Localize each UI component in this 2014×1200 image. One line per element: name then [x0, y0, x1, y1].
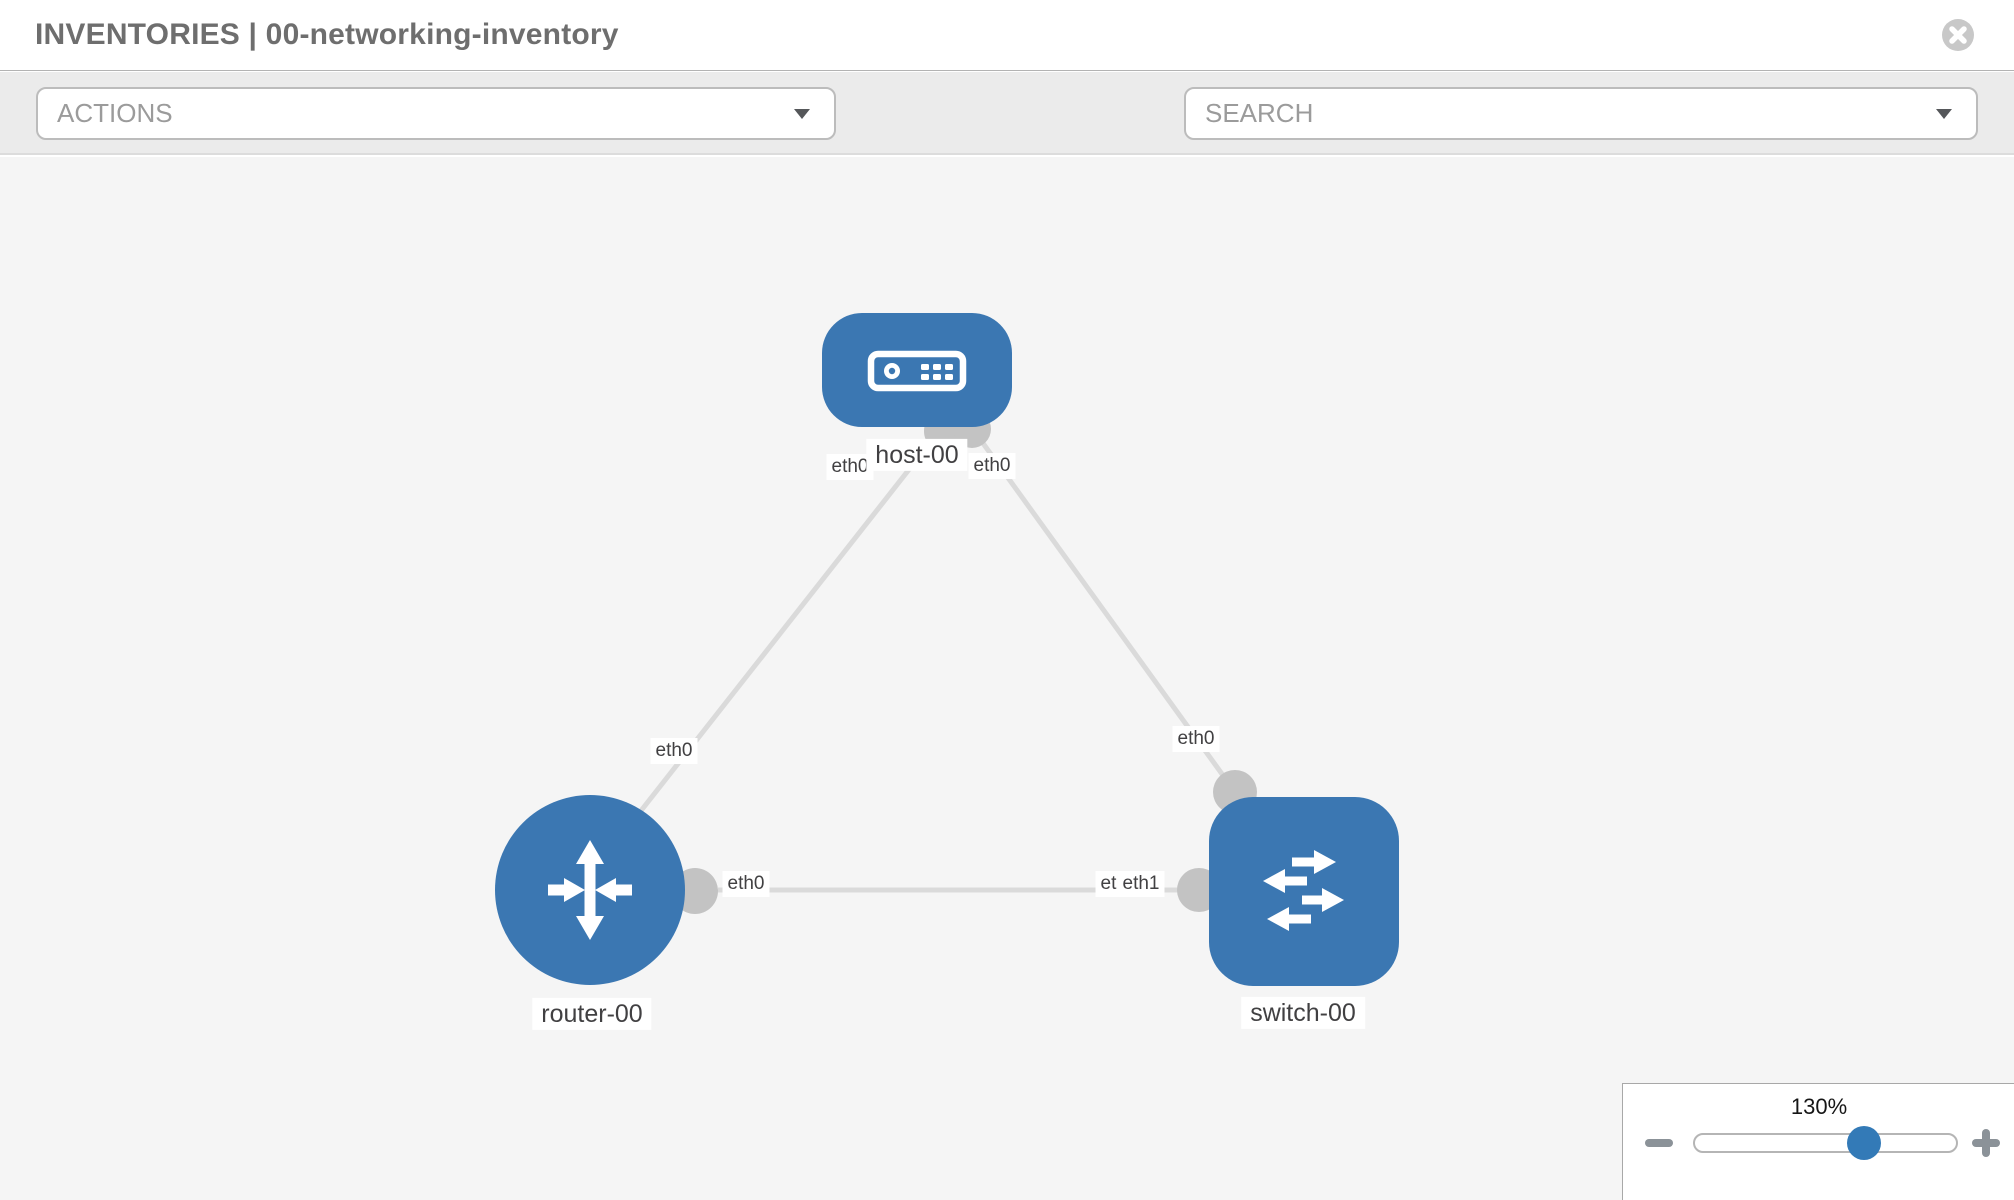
zoom-slider-knob[interactable] — [1847, 1126, 1881, 1160]
topology-graph — [495, 313, 1399, 986]
links-layer — [638, 426, 1238, 893]
actions-dropdown-label: ACTIONS — [57, 98, 173, 128]
zoom-out-icon — [1645, 1139, 1673, 1147]
zoom-level-value: 130% — [1790, 1094, 1848, 1119]
toolbar: ACTIONS SEARCH — [0, 72, 2014, 204]
search-dropdown[interactable]: SEARCH — [1184, 87, 1978, 140]
iface-label: eth0 — [968, 453, 1016, 479]
zoom-in-button[interactable] — [1972, 1129, 2000, 1157]
iface-label: eth1 — [1117, 871, 1165, 897]
caret-down-icon — [1936, 108, 1952, 119]
node-switch-00[interactable] — [1209, 797, 1399, 986]
zoom-slider-track[interactable] — [1693, 1133, 1958, 1153]
search-placeholder: SEARCH — [1205, 98, 1314, 128]
node-host-00[interactable] — [822, 313, 1012, 427]
zoom-in-icon — [1982, 1129, 1990, 1157]
node-label-switch-00: switch-00 — [1241, 996, 1365, 1030]
page-title: INVENTORIES | 00-networking-inventory — [35, 18, 619, 51]
header-bar: INVENTORIES | 00-networking-inventory — [0, 0, 2014, 71]
iface-label: eth0 — [1172, 726, 1220, 752]
router-icon — [548, 840, 632, 940]
zoom-out-button[interactable] — [1645, 1139, 1673, 1147]
host-icon — [867, 350, 967, 392]
close-icon[interactable] — [1941, 18, 1975, 52]
actions-dropdown[interactable]: ACTIONS — [36, 87, 836, 140]
iface-label: eth0 — [826, 454, 874, 480]
topology-canvas[interactable]: eth0 host-00 eth0 eth0 eth0 eth0 eth1 et… — [0, 157, 2014, 1200]
node-label-router-00: router-00 — [532, 997, 652, 1031]
iface-label: eth0 — [722, 871, 770, 897]
node-router-00[interactable] — [495, 795, 685, 985]
iface-label: eth0 — [650, 738, 698, 764]
caret-down-icon — [794, 108, 810, 119]
switch-icon — [1263, 850, 1344, 931]
node-label-host-00: host-00 — [866, 438, 968, 472]
zoom-control-panel: 130% — [1622, 1083, 2014, 1200]
